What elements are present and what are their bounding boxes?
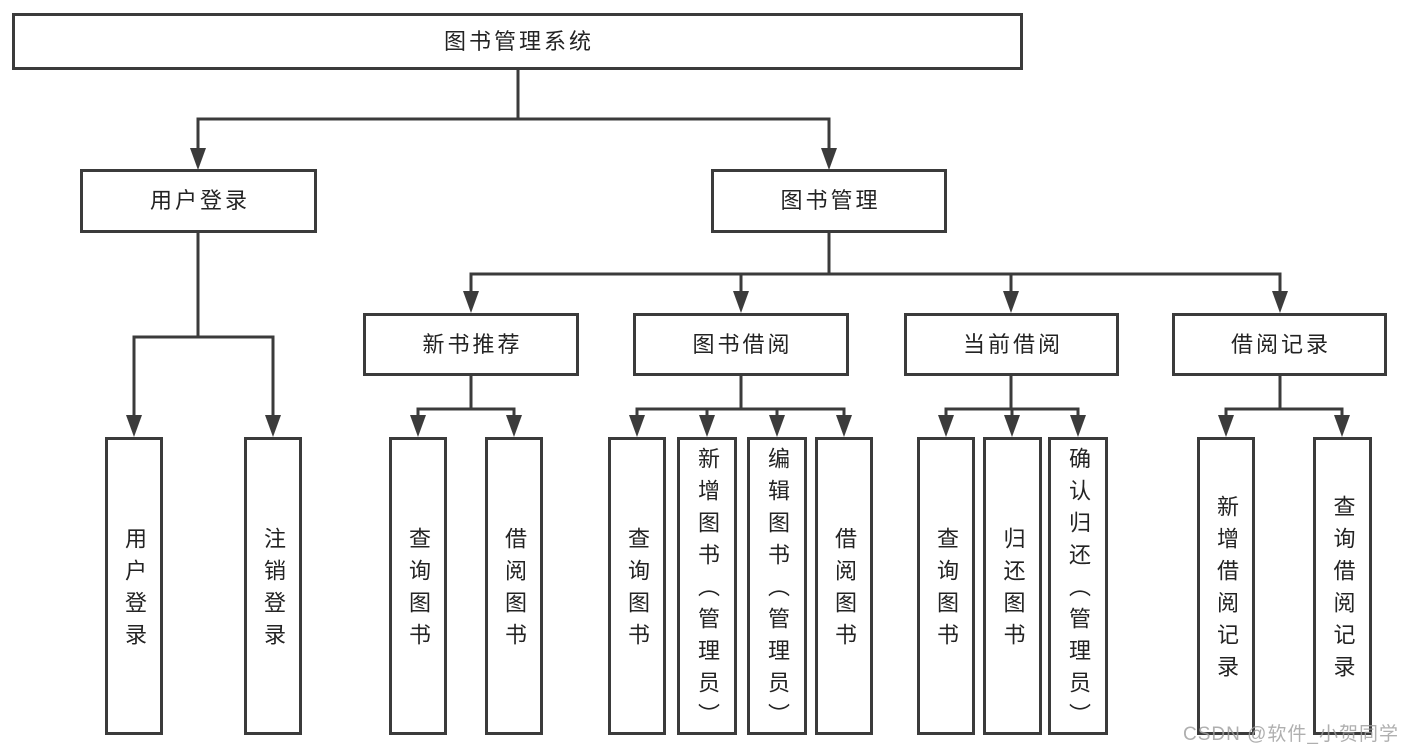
node-library-management-system: 图书管理系统 <box>12 13 1023 70</box>
node-book-management: 图书管理 <box>711 169 947 233</box>
node-label: 新增借阅记录 <box>1214 495 1239 687</box>
node-label: 注销登录 <box>261 527 286 655</box>
node-label: 借阅记录 <box>1230 331 1331 357</box>
leaf-confirm-return-admin: 确认归还（管理员） <box>1048 437 1108 735</box>
node-borrowing-records: 借阅记录 <box>1172 313 1387 376</box>
node-label: 查询图书 <box>934 527 959 655</box>
connector-root-to-level2 <box>190 68 837 170</box>
leaf-query-book-recommend: 查询图书 <box>389 437 447 735</box>
connector-new-book-recommendation-children <box>410 374 522 437</box>
leaf-return-book: 归还图书 <box>983 437 1042 735</box>
node-label: 确认归还（管理员） <box>1066 447 1091 735</box>
connector-borrowing-records-children <box>1218 374 1350 437</box>
node-label: 用户登录 <box>122 527 147 655</box>
node-label: 借阅图书 <box>502 527 527 655</box>
leaf-query-borrow-record: 查询借阅记录 <box>1313 437 1372 735</box>
leaf-borrow-book-recommend: 借阅图书 <box>485 437 543 735</box>
node-label: 当前借阅 <box>962 331 1063 357</box>
node-label: 借阅图书 <box>832 527 857 655</box>
leaf-add-book-admin: 新增图书（管理员） <box>677 437 737 735</box>
leaf-logout-login: 注销登录 <box>244 437 302 735</box>
node-label: 新书推荐 <box>422 331 523 357</box>
node-new-book-recommendation: 新书推荐 <box>363 313 579 376</box>
connector-current-borrowing-children <box>938 374 1086 437</box>
leaf-borrow-book-borrow: 借阅图书 <box>815 437 873 735</box>
leaf-edit-book-admin: 编辑图书（管理员） <box>747 437 807 735</box>
node-label: 查询借阅记录 <box>1330 495 1356 687</box>
node-label: 用户登录 <box>149 188 250 213</box>
node-current-borrowing: 当前借阅 <box>904 313 1119 376</box>
node-label: 查询图书 <box>625 527 650 655</box>
node-book-borrowing: 图书借阅 <box>633 313 849 376</box>
leaf-user-login: 用户登录 <box>105 437 163 735</box>
node-user-login: 用户登录 <box>80 169 317 233</box>
node-label: 图书管理系统 <box>443 28 594 54</box>
node-label: 查询图书 <box>406 527 431 655</box>
connector-user-login-children <box>126 231 281 437</box>
connector-book-management-children <box>463 231 1288 313</box>
node-label: 归还图书 <box>1000 527 1026 655</box>
node-label: 新增图书（管理员） <box>695 447 720 735</box>
leaf-add-borrow-record: 新增借阅记录 <box>1197 437 1255 735</box>
connector-book-borrowing-children <box>629 374 852 437</box>
leaf-query-book-borrow: 查询图书 <box>608 437 666 735</box>
node-label: 图书管理 <box>780 188 881 213</box>
node-label: 编辑图书（管理员） <box>765 447 790 735</box>
leaf-query-book-current: 查询图书 <box>917 437 975 735</box>
csdn-watermark: CSDN @软件_小贺同学 <box>1183 724 1399 745</box>
node-label: 图书借阅 <box>692 331 793 357</box>
